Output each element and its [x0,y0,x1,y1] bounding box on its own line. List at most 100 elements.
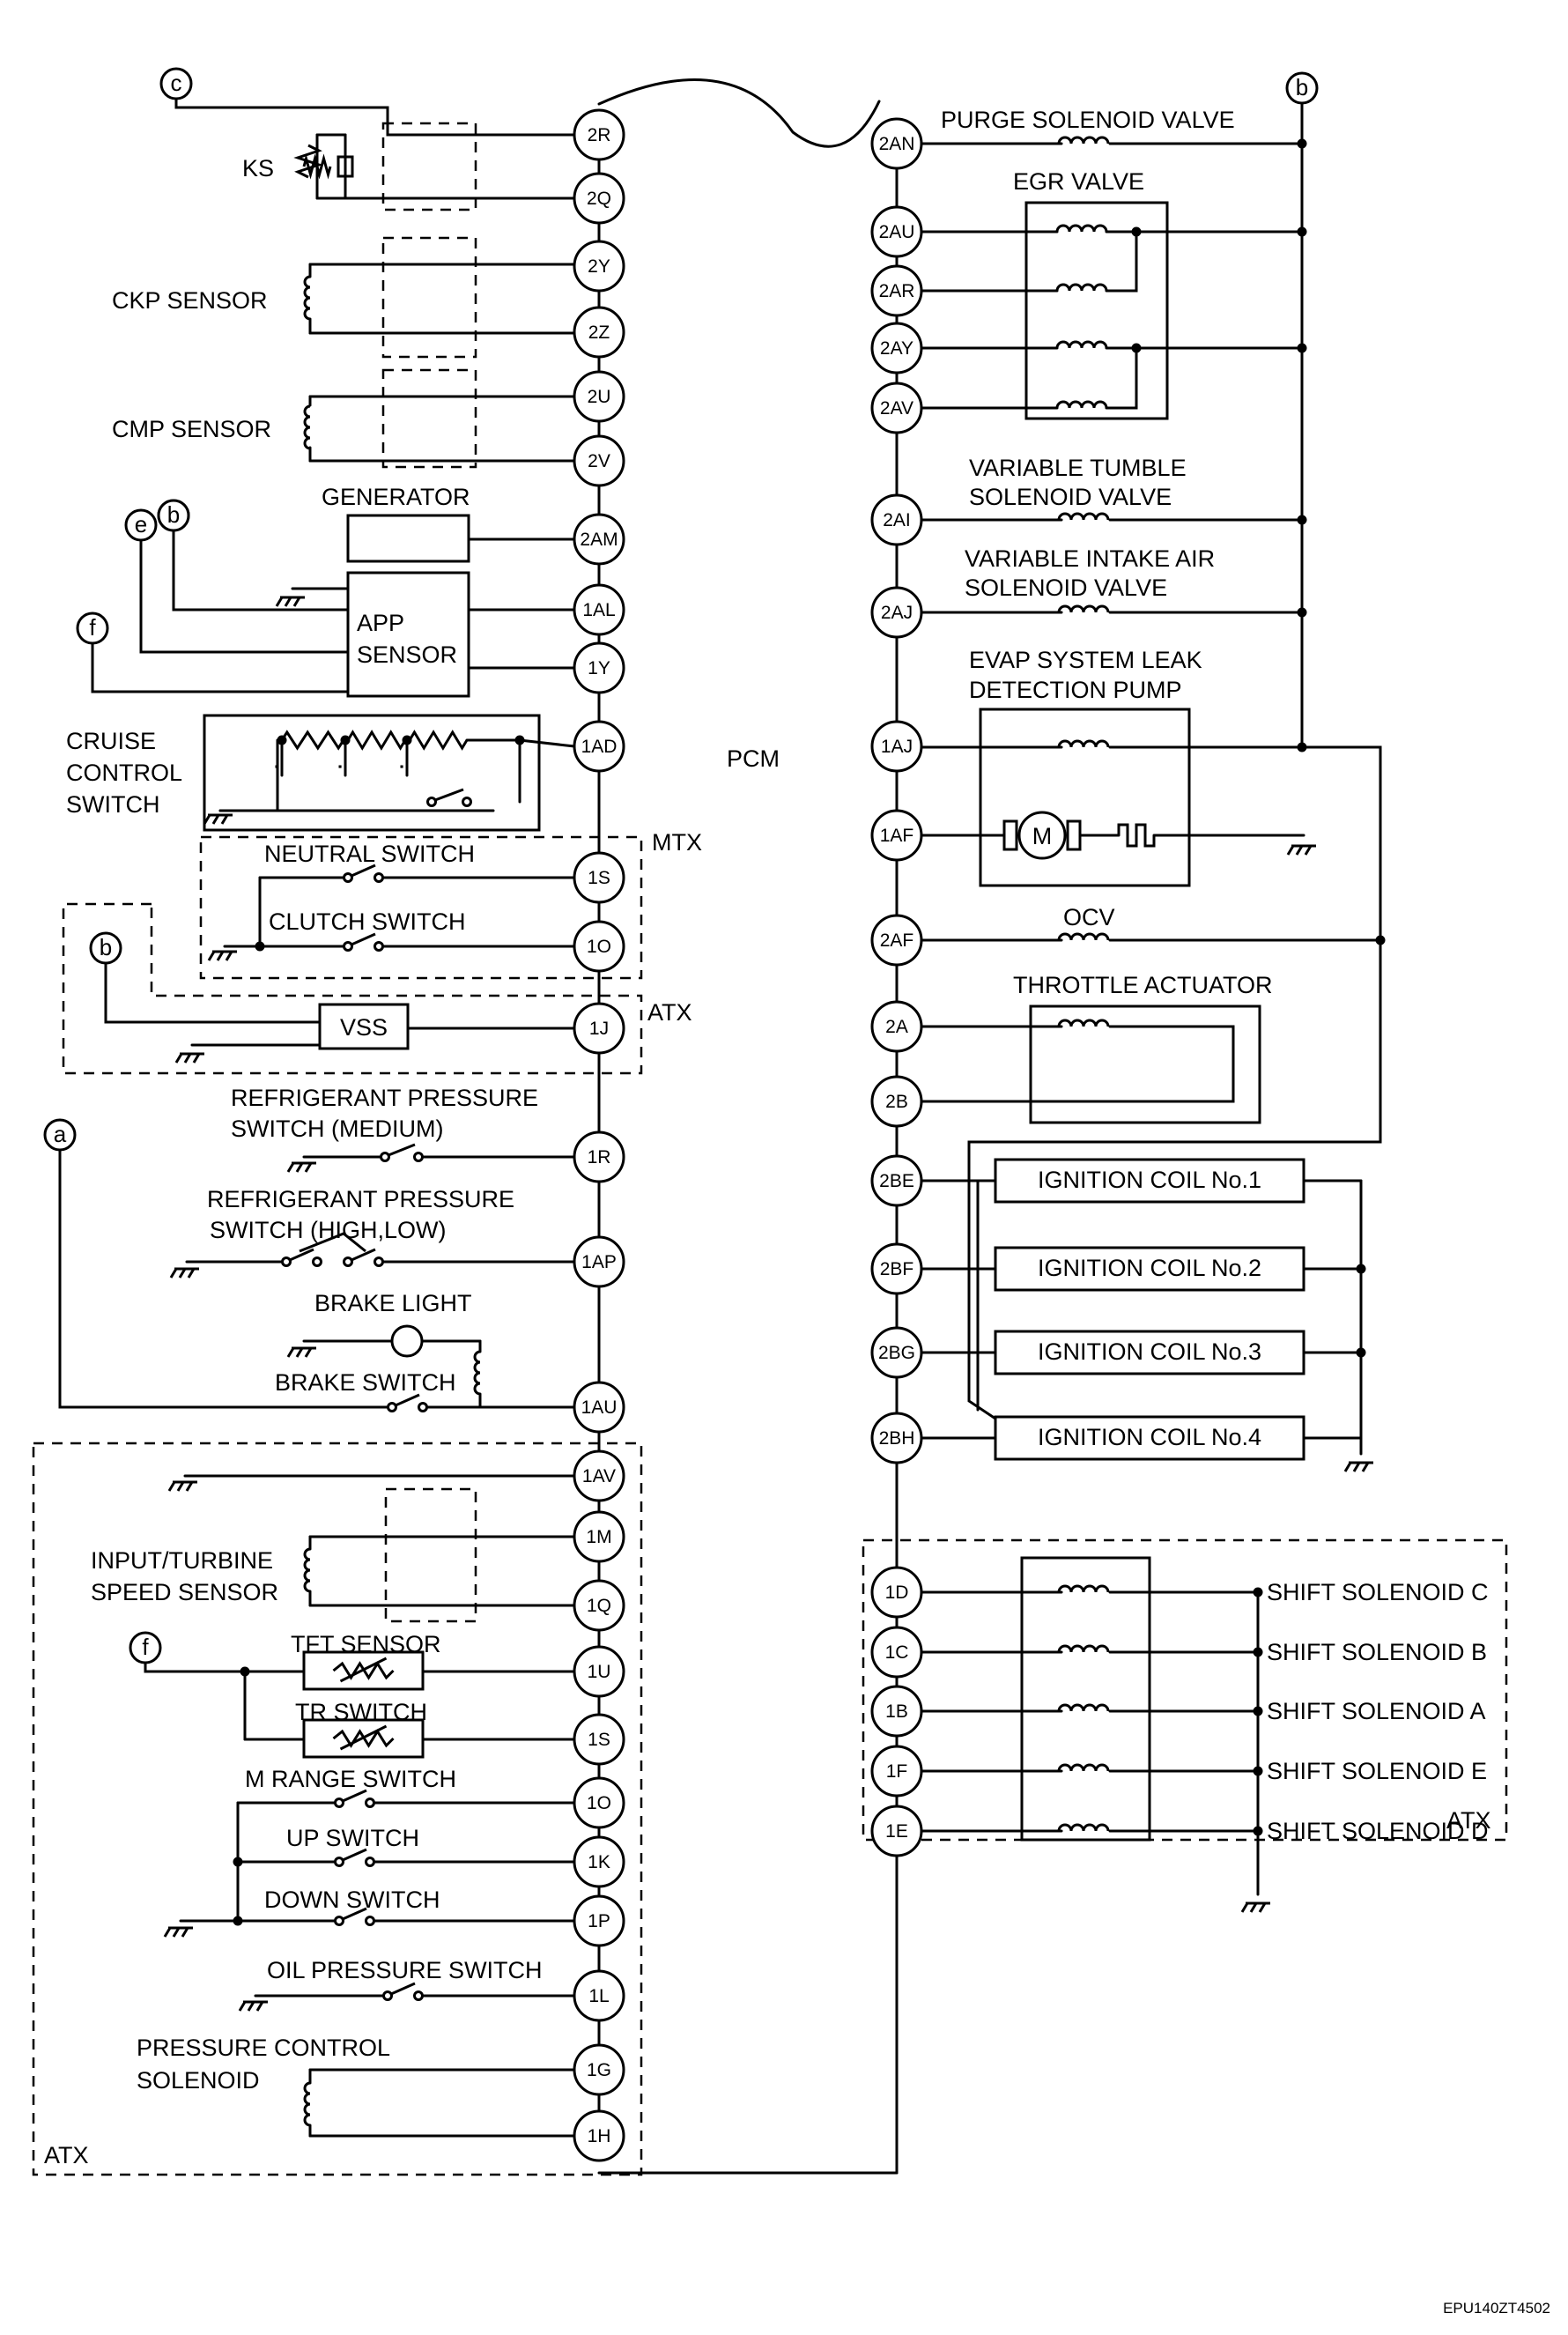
throttle-coil [1057,1019,1110,1027]
wire [144,1661,306,1673]
evap-label-1: EVAP SYSTEM LEAK [969,647,1202,673]
connector-2ai: 2AI [870,493,923,546]
reference-marker: b [1285,71,1319,105]
m-range-switch [334,1789,375,1808]
connector-ring [870,1566,923,1619]
connector-pin-label: 1AD [581,737,618,757]
connector-2z: 2Z [573,306,625,359]
cruise-label-1: CRUISE [66,728,156,754]
connector-1e: 1E [870,1805,923,1857]
refrigerant-switch-a [281,1248,322,1267]
wire [58,1148,394,1409]
brake-switch-label: BRAKE SWITCH [275,1369,456,1396]
ground-symbol [286,1161,316,1173]
refrigerant-hl-label-2: SWITCH (HIGH,LOW) [210,1217,446,1243]
ground-symbol [163,1926,193,1938]
ground-symbol [1286,844,1316,856]
input-turbine-label-2: SPEED SENSOR [91,1579,278,1605]
connector-2bg: 2BG [870,1326,923,1379]
connector-2b: 2B [870,1075,923,1128]
connector-1s: 1S [573,851,625,904]
brake-switch [387,1393,428,1412]
connector-ring [573,1235,625,1288]
connector-1b: 1B [870,1685,923,1738]
connector-ring [573,920,625,973]
connector-pin-label: 1L [588,1986,609,2006]
connector-ring [573,1449,625,1502]
reference-letter: f [142,1634,149,1660]
shift-solenoid-label: SHIFT SOLENOID A [1267,1698,1486,1724]
connector-1d: 1D [870,1566,923,1619]
motor-circle [1017,811,1067,860]
connector-2ay: 2AY [870,322,923,374]
cmp-coil [303,404,311,450]
coil-loop [303,2081,311,2127]
shield-dashed [384,1487,477,1623]
tft-sensor [302,1650,425,1691]
connector-pin-label: 2AY [880,338,913,359]
dashed-boundaries [32,122,1508,2176]
connector-ring [870,264,923,317]
cruise-label-2: CONTROL [66,760,182,786]
atx-vss-label: ATX [647,999,692,1026]
connector-pin-label: 1D [885,1583,909,1603]
app-label-1: APP [357,610,404,636]
shield-dashed [381,236,477,359]
connector-pin-label: 1AV [582,1466,616,1486]
atx-vss-boundary [62,902,643,1075]
connector-ring [870,1745,923,1798]
atx-right-boundary [862,1538,1508,1842]
connector-pin-label: 1B [885,1701,908,1722]
oil-pressure-label: OIL PRESSURE SWITCH [267,1957,543,1983]
via-coil [1057,604,1110,613]
ground-symbol [1240,1901,1270,1913]
reference-ring [1285,71,1319,105]
connector-1al: 1AL [573,583,625,636]
reference-letter: b [1296,74,1308,100]
coil-loop [1055,224,1108,233]
connector-1af: 1AF [870,809,923,862]
wire [172,529,350,612]
connector-1g: 1G [573,2043,625,2096]
egr-coil [1055,340,1108,349]
junction-dot [1297,226,1307,237]
variable-tumble-coil [1057,512,1110,521]
connector-pin-label: 2AU [879,222,915,242]
pcm-top-link [597,78,881,148]
connector-1h: 1H [573,2109,625,2162]
cruise-label-3: SWITCH [66,791,159,818]
reference-ring [157,499,190,532]
junction-dot [1297,138,1307,149]
pcs-label-2: SOLENOID [137,2067,260,2094]
ignition-coil-box [994,1246,1305,1292]
coil-loop [1057,136,1110,145]
connector-ring [870,914,923,967]
connector-pin-label: 2B [885,1092,908,1112]
component-symbols [163,136,1373,2127]
connector-pin-label: 1AF [880,826,914,846]
connector-2r: 2R [573,108,625,161]
ks-crystal [337,155,354,178]
coil-loop [1055,283,1108,292]
connector-ring [573,1381,625,1434]
connector-1o: 1O [573,1776,625,1829]
connector-pin-label: 2U [588,387,611,407]
connector-pin-label: 1F [886,1761,908,1782]
connector-pin-label: 1O [587,937,611,957]
connector-ring [573,720,625,773]
app-sensor-box [346,571,470,698]
ground-symbol [286,1346,316,1358]
coil-loop [473,1350,481,1396]
refrigerant-medium-switch [380,1143,424,1162]
neutral-switch [343,864,384,883]
connector-ring [870,1626,923,1679]
ground-symbol [167,1480,197,1492]
connector-2a: 2A [870,1000,923,1053]
refrigerant-medium-label-1: REFRIGERANT PRESSURE [231,1085,538,1111]
wire [920,1025,1235,1103]
ground-symbol [169,1267,199,1279]
connector-ring [573,1130,625,1183]
connector-1k: 1K [573,1835,625,1888]
connector-ring [573,641,625,694]
variable-tumble-label-1: VARIABLE TUMBLE [969,455,1187,481]
